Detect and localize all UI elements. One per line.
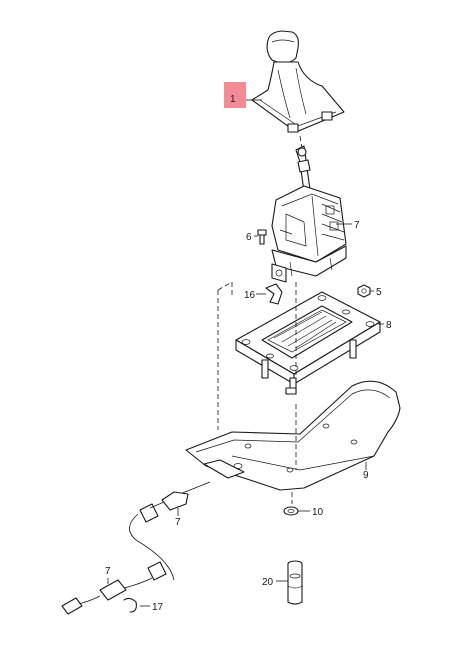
callout-17[interactable]: 17 xyxy=(152,602,164,613)
callout-16[interactable]: 16 xyxy=(244,290,256,301)
callout-1[interactable]: 1 xyxy=(230,94,236,105)
nut[interactable] xyxy=(357,284,371,298)
assembly-lines xyxy=(217,135,303,504)
heat-shield[interactable] xyxy=(185,380,401,491)
gear-shift-mechanism[interactable] xyxy=(271,145,347,283)
callout-7-lower-cable[interactable]: 7 xyxy=(105,566,111,577)
pin-bushing[interactable] xyxy=(287,560,303,605)
selector-cable-upper[interactable] xyxy=(129,481,211,581)
callout-7-upper-cable[interactable]: 7 xyxy=(175,517,181,528)
callout-9[interactable]: 9 xyxy=(363,470,369,481)
callout-20[interactable]: 20 xyxy=(262,577,274,588)
shift-boot xyxy=(251,61,345,133)
callout-6[interactable]: 6 xyxy=(246,232,252,243)
shift-boot-assembly[interactable] xyxy=(251,30,345,133)
callout-10[interactable]: 10 xyxy=(312,507,324,518)
washer[interactable] xyxy=(283,506,299,516)
callout-8[interactable]: 8 xyxy=(386,320,392,331)
retaining-clip[interactable] xyxy=(265,283,283,305)
callout-7-mechanism[interactable]: 7 xyxy=(354,220,360,231)
bolt[interactable] xyxy=(257,229,267,245)
leader-lines xyxy=(107,99,384,607)
selector-cable-lower[interactable] xyxy=(61,561,167,615)
shift-knob xyxy=(266,30,299,64)
mounting-frame[interactable] xyxy=(235,291,381,395)
callout-highlight xyxy=(224,82,246,108)
callout-5[interactable]: 5 xyxy=(376,287,382,298)
